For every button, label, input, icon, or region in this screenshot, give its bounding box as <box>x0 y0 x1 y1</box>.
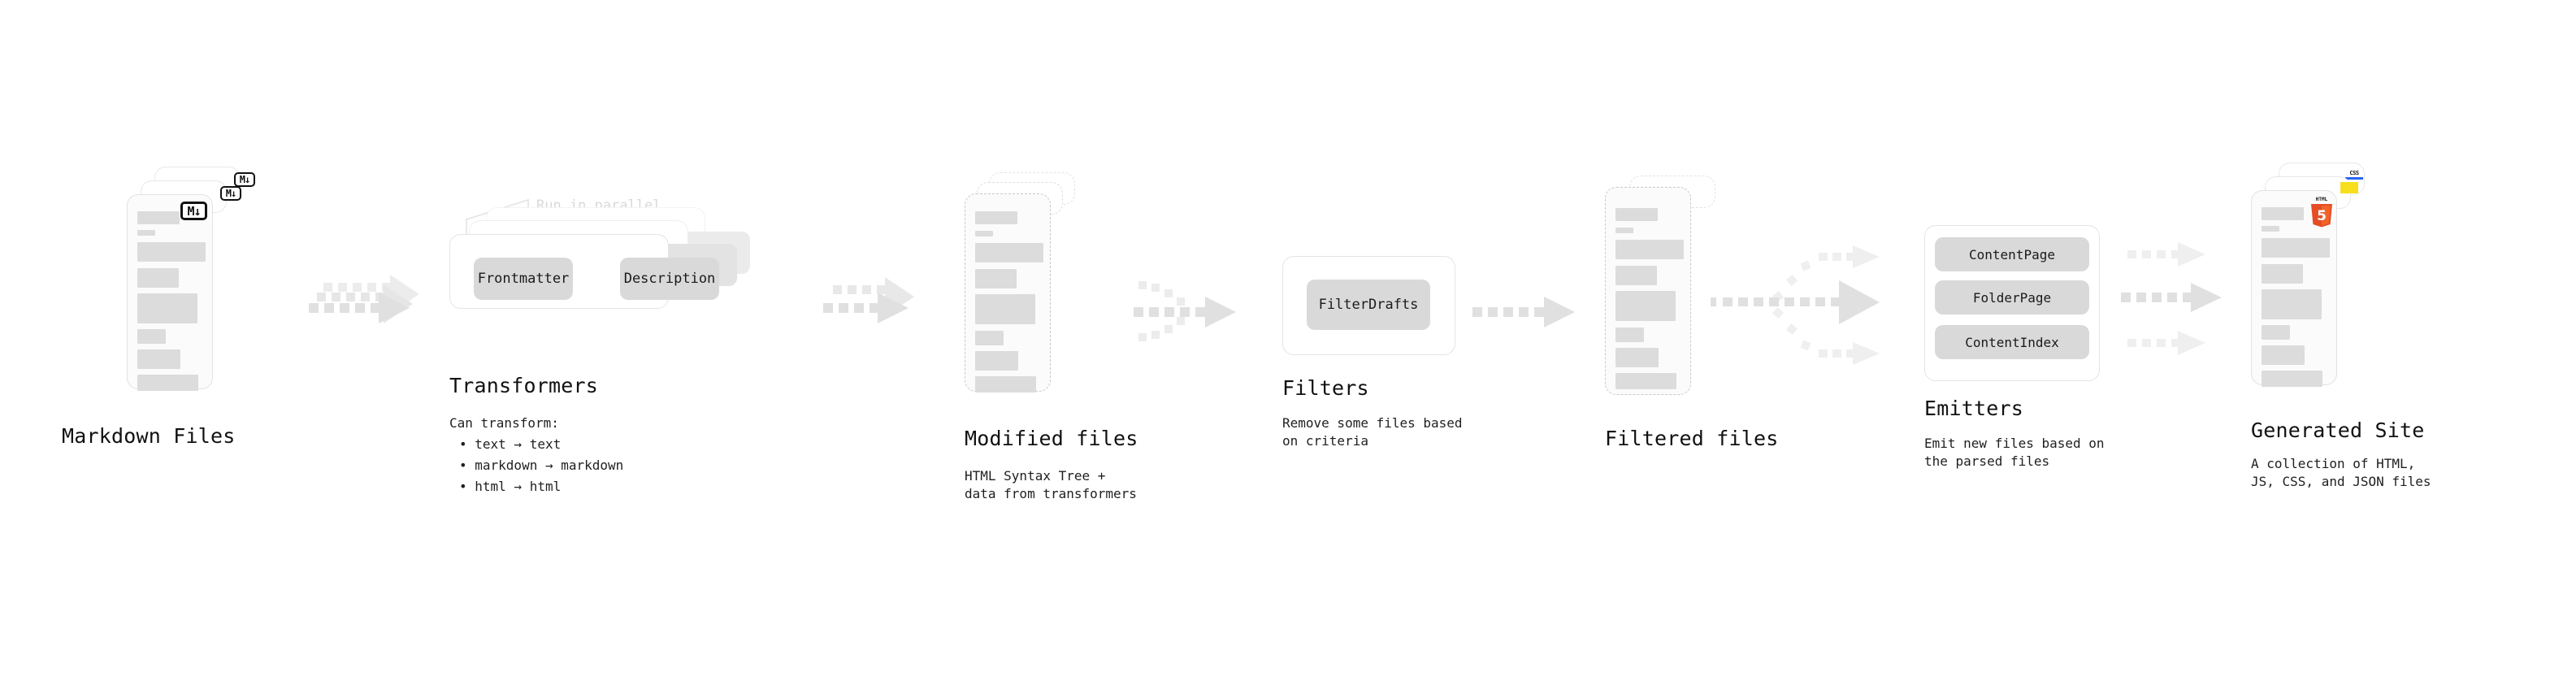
content-bar <box>2262 238 2330 258</box>
markdown-badge-front: M↓ <box>180 202 207 220</box>
generated-file-card-front <box>2251 190 2337 387</box>
stage-desc-generated-site: A collection of HTML, JS, CSS, and JSON … <box>2251 456 2431 489</box>
html5-badge-label: HTML <box>2316 197 2328 202</box>
arrow-emitters-to-site <box>2121 242 2222 355</box>
css-badge: CSS <box>2345 171 2363 180</box>
content-bar <box>1615 266 1657 285</box>
content-bar <box>1615 291 1676 321</box>
content-bar <box>1615 208 1658 221</box>
arrow-filters-to-filtered <box>1472 297 1575 327</box>
content-bar <box>975 211 1017 224</box>
arrow-markdown-to-transformers <box>309 275 419 323</box>
content-bar <box>975 231 993 236</box>
stage-title-markdown-files: Markdown Files <box>62 424 236 448</box>
stage-desc-emitters: Emit new files based on the parsed files <box>1924 436 2105 469</box>
transformers-bullet-0: • text → text <box>459 436 562 452</box>
content-bar <box>2262 289 2322 319</box>
content-bar <box>2262 345 2305 365</box>
content-bar <box>137 329 166 344</box>
content-bar <box>975 243 1043 262</box>
emitter-node-folderpage[interactable]: FolderPage <box>1935 280 2089 314</box>
markdown-badge-back: M↓ <box>234 172 255 187</box>
markdown-badge-mid: M↓ <box>220 186 241 201</box>
content-bar <box>975 331 1004 345</box>
stage-title-emitters: Emitters <box>1924 397 2024 420</box>
transformers-bullet-2: • html → html <box>459 479 562 494</box>
arrow-modified-to-filters <box>1134 281 1236 341</box>
stage-title-modified-files: Modified files <box>965 427 1138 450</box>
content-bar <box>975 269 1017 288</box>
content-bar <box>2262 207 2304 220</box>
css-badge-rule <box>2345 177 2363 180</box>
stage-title-generated-site: Generated Site <box>2251 419 2425 442</box>
html5-badge: HTML 5 <box>2311 197 2332 228</box>
html5-badge-number: 5 <box>2317 208 2327 224</box>
stage-title-filters: Filters <box>1282 376 1369 400</box>
content-bar <box>975 376 1036 393</box>
transformer-node-description[interactable]: Description <box>620 258 719 300</box>
stage-desc-modified-files: HTML Syntax Tree + data from transformer… <box>965 468 1137 501</box>
content-bar <box>1615 373 1676 389</box>
markdown-file-card-front <box>127 194 213 391</box>
modified-file-card-front <box>965 193 1051 393</box>
content-bar <box>2262 371 2322 387</box>
content-bar <box>137 349 180 369</box>
content-bar <box>137 230 155 236</box>
content-bar <box>137 211 180 224</box>
content-bar <box>137 242 206 262</box>
arrow-transformers-to-modified <box>823 277 914 323</box>
emitter-node-contentpage[interactable]: ContentPage <box>1935 237 2089 271</box>
stage-title-filtered-files: Filtered files <box>1605 427 1779 450</box>
content-bar <box>137 375 198 391</box>
transformer-node-frontmatter[interactable]: Frontmatter <box>474 258 573 300</box>
content-bar <box>2262 325 2290 340</box>
content-bar <box>1615 327 1644 342</box>
filtered-file-card-front <box>1605 187 1691 395</box>
content-bar <box>975 351 1018 371</box>
content-bar <box>2262 264 2303 284</box>
stage-title-transformers: Transformers <box>449 374 599 397</box>
content-bar <box>1615 348 1659 367</box>
transformers-bullet-1: • markdown → markdown <box>459 458 624 473</box>
content-bar <box>2262 226 2279 232</box>
filter-node-filterdrafts[interactable]: FilterDrafts <box>1307 280 1430 330</box>
content-bar <box>1615 240 1684 259</box>
content-bar <box>975 294 1035 324</box>
stage-desc-transformers: Can transform: <box>449 415 559 431</box>
content-bar <box>137 293 197 323</box>
stage-desc-filters: Remove some files based on criteria <box>1282 415 1463 449</box>
css-badge-label: CSS <box>2349 170 2359 176</box>
arrow-filtered-to-emitters <box>1711 245 1880 365</box>
js-badge <box>2340 182 2358 193</box>
emitter-node-contentindex[interactable]: ContentIndex <box>1935 325 2089 359</box>
content-bar <box>137 268 179 288</box>
content-bar <box>1615 228 1633 233</box>
